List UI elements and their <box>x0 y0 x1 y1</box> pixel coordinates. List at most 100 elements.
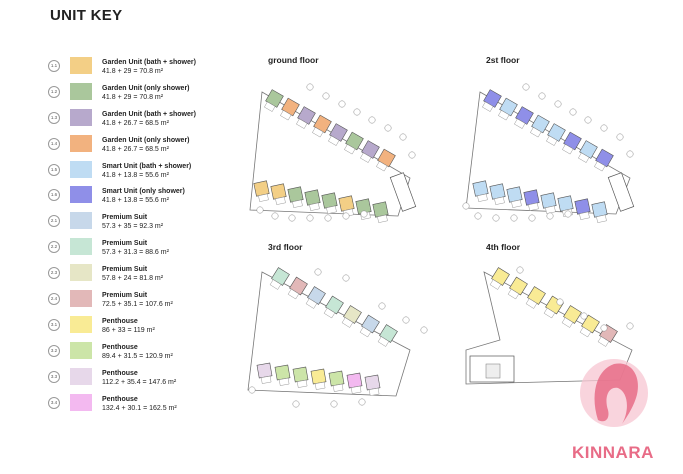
unit-marker <box>256 206 264 214</box>
terrace-block <box>562 144 574 155</box>
unit-area: 57.3 + 35 = 92.3 m² <box>102 223 164 231</box>
unit-marker <box>408 151 416 159</box>
unit-marker <box>522 83 530 91</box>
terrace-block <box>376 161 388 172</box>
unit-marker <box>292 400 300 408</box>
unit-name: Penthouse <box>102 369 138 377</box>
unit-name: Penthouse <box>102 343 138 351</box>
unit-marker <box>626 150 634 158</box>
unit-block <box>292 366 309 383</box>
unit-name: Premium Suit <box>102 266 148 274</box>
unit-color-swatch <box>70 238 92 256</box>
unit-marker <box>358 398 366 406</box>
unit-marker <box>556 298 564 306</box>
unit-area: 41.8 + 29 = 70.8 m² <box>102 68 164 75</box>
floor-plan-3 <box>247 267 428 408</box>
floor-plan-2 <box>462 83 635 223</box>
unit-color-swatch <box>70 393 92 411</box>
unit-type-badge: 1.5 <box>48 163 60 176</box>
unit-type-badge: 2.1 <box>48 215 60 228</box>
legend-row: 1.1 Garden Unit (bath + shower)41.8 + 29… <box>48 54 238 80</box>
unit-block <box>364 374 381 391</box>
terrace-block <box>507 288 520 300</box>
unit-marker <box>569 108 577 116</box>
unit-marker <box>616 133 624 141</box>
terrace-block <box>360 152 372 163</box>
unit-name: Premium Suit <box>102 214 148 222</box>
unit-area: 86 + 33 = 119 m² <box>102 326 155 334</box>
unit-block <box>274 364 291 381</box>
legend-row: 1.2 Garden Unit (only shower)41.8 + 29 =… <box>48 80 238 106</box>
terrace-block <box>269 279 282 290</box>
unit-marker <box>330 400 338 408</box>
terrace-block <box>258 193 269 202</box>
brand-logo <box>580 359 648 427</box>
unit-name: Premium Suit <box>102 240 148 248</box>
unit-type-badge: 1.3 <box>48 111 60 124</box>
unit-area: 57.3 + 31.3 = 88.6 m² <box>102 249 169 257</box>
terrace-block <box>341 317 354 328</box>
unit-marker <box>516 266 524 274</box>
floor-label-ground: ground floor <box>268 55 319 65</box>
unit-area: 132.4 + 30.1 = 162.5 m² <box>102 404 177 412</box>
unit-type-badge: 3.1 <box>48 318 60 331</box>
unit-marker <box>580 312 588 320</box>
terrace-block <box>292 199 303 208</box>
building-outline <box>465 91 631 215</box>
terrace-block <box>264 101 276 112</box>
unit-marker <box>306 83 314 91</box>
terrace-block <box>323 307 336 319</box>
terrace-block <box>296 118 308 129</box>
terrace-block <box>296 379 308 388</box>
terrace-block <box>359 326 372 338</box>
terrace-block <box>477 193 488 202</box>
terrace-block <box>344 144 356 155</box>
terrace-block <box>278 377 290 386</box>
terrace-block <box>326 205 337 214</box>
terrace-block <box>377 336 390 347</box>
unit-marker <box>384 124 392 132</box>
terrace-block <box>545 205 556 214</box>
unit-marker <box>342 274 350 282</box>
unit-marker <box>510 214 518 222</box>
unit-marker <box>462 202 470 210</box>
unit-name: Premium Suit <box>102 292 148 300</box>
unit-area: 89.4 + 31.5 = 120.9 m² <box>102 352 173 360</box>
unit-block <box>346 372 363 389</box>
unit-marker <box>492 214 500 222</box>
legend-row: 1.5 Smart Unit (bath + shower)41.8 + 13.… <box>48 158 238 184</box>
unit-marker <box>600 124 608 132</box>
terrace-block <box>368 387 380 396</box>
building-outline <box>249 91 411 217</box>
terrace-block <box>498 110 510 121</box>
unit-name: Penthouse <box>102 395 138 403</box>
terrace-block <box>280 110 292 121</box>
terrace-block <box>530 127 542 138</box>
unit-marker <box>528 214 536 222</box>
unit-marker <box>271 212 279 220</box>
floor-label-3: 3rd floor <box>268 242 303 252</box>
terrace-block <box>596 214 607 223</box>
unit-color-swatch <box>70 367 92 385</box>
terrace-block <box>528 202 539 211</box>
unit-marker <box>322 92 330 100</box>
terrace-block <box>328 135 340 146</box>
terrace-block <box>260 375 272 384</box>
terrace-block <box>594 161 606 172</box>
logo-face-silhouette <box>594 363 638 424</box>
unit-marker <box>353 108 361 116</box>
floor-plan-ground <box>249 83 417 223</box>
unit-area: 41.8 + 13.8 = 55.6 m² <box>102 197 169 205</box>
unit-marker <box>584 116 592 124</box>
